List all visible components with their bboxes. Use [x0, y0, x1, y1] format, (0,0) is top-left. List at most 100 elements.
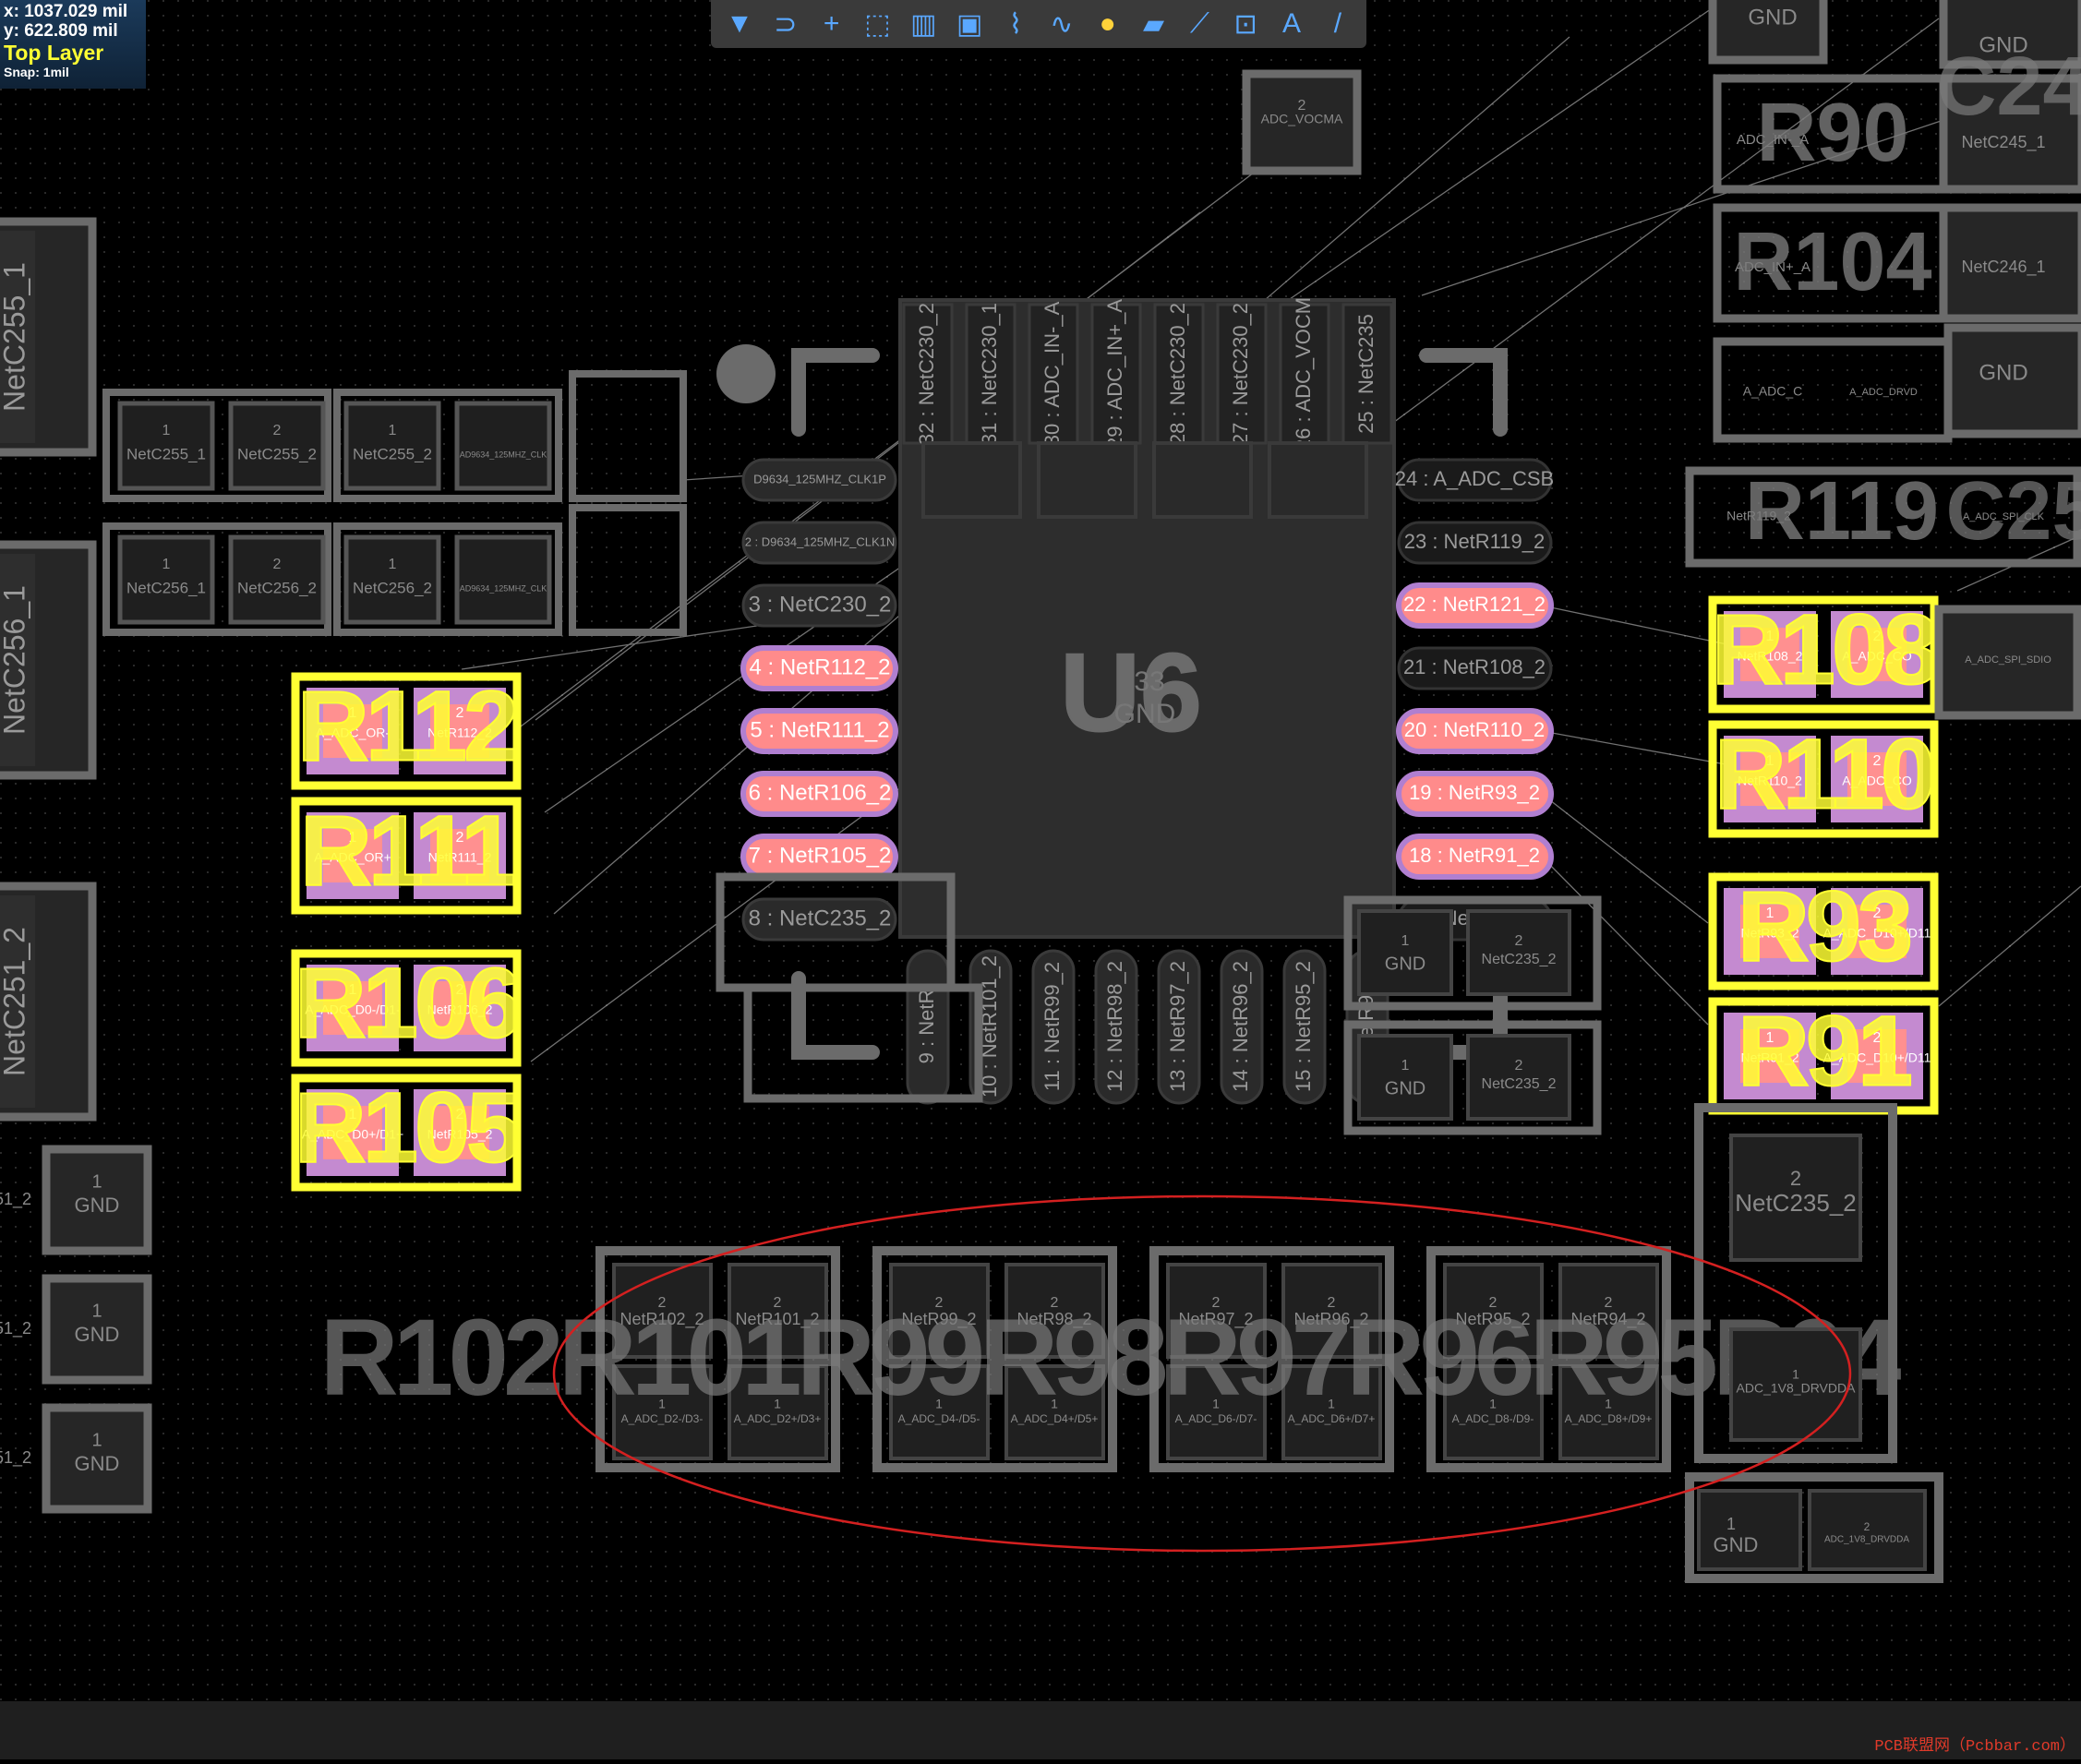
filter-icon[interactable]: ▼	[726, 8, 753, 39]
bottom-pad-top-label: NetR97_2	[1178, 1310, 1253, 1329]
right-top-box	[1685, 466, 2081, 568]
bar-chart-icon[interactable]: ▥	[910, 8, 937, 40]
bottom-pad-top	[728, 1263, 828, 1359]
top-component-label: ADC_VOCMA	[1261, 112, 1343, 126]
resistor-outline	[291, 949, 522, 1067]
resistor-pad-core	[1847, 752, 1907, 806]
ic-pad-bottom	[1282, 949, 1327, 1105]
bottom-pad-bottom	[612, 1364, 713, 1460]
gnd-label: GND	[75, 1194, 120, 1217]
pin-number: 1	[389, 557, 397, 572]
ic-designator: U6	[1060, 631, 1201, 755]
bottom-pad-top	[1281, 1263, 1382, 1359]
bottom-resistor-outline	[1426, 1246, 1671, 1472]
capacitor-body	[569, 504, 687, 636]
bottom-pad-top	[1004, 1263, 1105, 1359]
line-icon[interactable]: /	[1333, 8, 1342, 39]
bottom-pad-bottom-label: A_ADC_D4+/D5+	[1011, 1412, 1099, 1425]
pin-number: 1	[1726, 1515, 1736, 1533]
ic-pad-top-label: 32 : NetC230_2	[915, 303, 938, 445]
bottom-resistor-outline	[595, 1246, 840, 1472]
ic-pad-left	[741, 897, 897, 942]
capacitor-pad	[343, 401, 441, 491]
layer-icon[interactable]: ▰	[1142, 8, 1165, 40]
ic-pad-top	[965, 303, 1016, 445]
ic-pad-right	[1397, 646, 1553, 690]
pad-net-label: NetC255_2	[237, 445, 317, 462]
resistor-pad-core	[430, 1106, 489, 1159]
right-top-box	[1708, 0, 1828, 65]
ic-pad-right-label: 19 : NetR93_2	[1409, 781, 1540, 804]
ic-top-gnd-bar	[921, 441, 1022, 519]
ic-pad-bottom-label: 12 : NetR98_2	[1103, 961, 1126, 1092]
resistor-outline	[1708, 720, 1939, 838]
resistor-pad-core	[1740, 752, 1799, 806]
right-designator: C25	[1945, 465, 2081, 558]
ic-pad-bottom-label: 14 : NetR96_2	[1229, 961, 1252, 1092]
bottom-designators: R102R101R99R98R97R96R95R94	[320, 1297, 1901, 1419]
pin-number: 1	[91, 1171, 102, 1192]
pad-net-label: NetC256_1	[126, 579, 206, 596]
magnet-icon[interactable]: ⊃	[774, 8, 798, 40]
route-icon[interactable]: ⌇	[1008, 8, 1023, 40]
y-coordinate: 622.809 mil	[24, 21, 118, 41]
pin-number: 2	[774, 1295, 782, 1311]
resistor-pad2-label: NetR111_2	[428, 850, 492, 865]
ic-pad-bottom	[1031, 949, 1076, 1105]
bottom-resistor-outline	[872, 1246, 1117, 1472]
coordinate-panel: x: 1037.029 mil y: 622.809 mil Top Layer…	[0, 0, 146, 89]
pin-number: 2	[1873, 629, 1882, 644]
right-top-box	[1939, 74, 2081, 194]
capacitor-pad	[228, 534, 326, 625]
bottom-pad-top	[1166, 1263, 1267, 1359]
pin-number: 1	[1401, 1058, 1410, 1074]
ic-pad-left	[740, 708, 898, 754]
ic-pad-left	[741, 583, 897, 628]
cap-net-label: NetC235_2	[1482, 1076, 1557, 1092]
ic-pad-top	[1090, 303, 1142, 445]
pin-number: 2	[273, 423, 282, 438]
resistor-pad2-label: A_ADC_D10+/D11	[1823, 1050, 1931, 1065]
ic-top-gnd-bar	[1268, 441, 1368, 519]
ic-pad-right	[1397, 521, 1553, 565]
wave-icon[interactable]: ∿	[1050, 8, 1074, 40]
select-rect-icon[interactable]: ⬚	[864, 8, 891, 40]
capacitor-body	[333, 522, 562, 636]
gnd-label: GND	[75, 1323, 120, 1346]
dimension-icon[interactable]: ⊡	[1233, 8, 1257, 40]
resistor-pad1-label: NetR108_2	[1738, 649, 1803, 664]
pin-number: 2	[456, 830, 464, 846]
left-strip-group: NetC255_1NetC256_1NetC251_21GND51_21GND5…	[0, 217, 152, 1514]
right-top-box	[1939, 0, 2081, 69]
bottom-pad-bottom-label: A_ADC_D6+/D7+	[1288, 1412, 1376, 1425]
ic-pad-left-label: 3 : NetC230_2	[749, 592, 892, 617]
ic-pad-left-label: 6 : NetR106_2	[749, 780, 892, 805]
pin-number: 1	[1489, 1397, 1497, 1411]
chip-icon[interactable]: ▣	[956, 8, 983, 40]
left-strip-pad	[0, 554, 35, 766]
resistor-outline	[291, 1074, 522, 1192]
crosshair-icon[interactable]: +	[823, 8, 840, 39]
right-bottom-pad	[1808, 1489, 1927, 1571]
ic-top-gnd-bar	[1152, 441, 1253, 519]
text-icon[interactable]: A	[1282, 8, 1302, 39]
ic-pad-top-label: 27 : NetC230_2	[1229, 303, 1252, 445]
pin-number: 2	[1873, 1030, 1882, 1046]
pin-icon[interactable]: ●	[1099, 8, 1116, 39]
pin-number: 1	[774, 1397, 781, 1411]
pin-number: 1	[1051, 1397, 1058, 1411]
small-cap-pad	[1357, 909, 1453, 996]
small-cap-outline	[1343, 1020, 1602, 1135]
interactive-route-icon[interactable]: ⟋	[1189, 8, 1209, 39]
resistor-pad2-label: A_ADC_D10+/D11	[1823, 926, 1931, 941]
ic-pad-bottom-label: 9 : NetR	[915, 990, 938, 1064]
ic-pad-bottom	[1094, 949, 1138, 1105]
ic-corner-bracket	[1419, 348, 1508, 437]
ic-pad-right-label: 24 : A_ADC_CSB	[1395, 467, 1554, 490]
right-label: NetC246_1	[1961, 258, 2045, 277]
bottom-pad-top	[612, 1263, 713, 1359]
resistor-pad-core	[1740, 1029, 1799, 1083]
